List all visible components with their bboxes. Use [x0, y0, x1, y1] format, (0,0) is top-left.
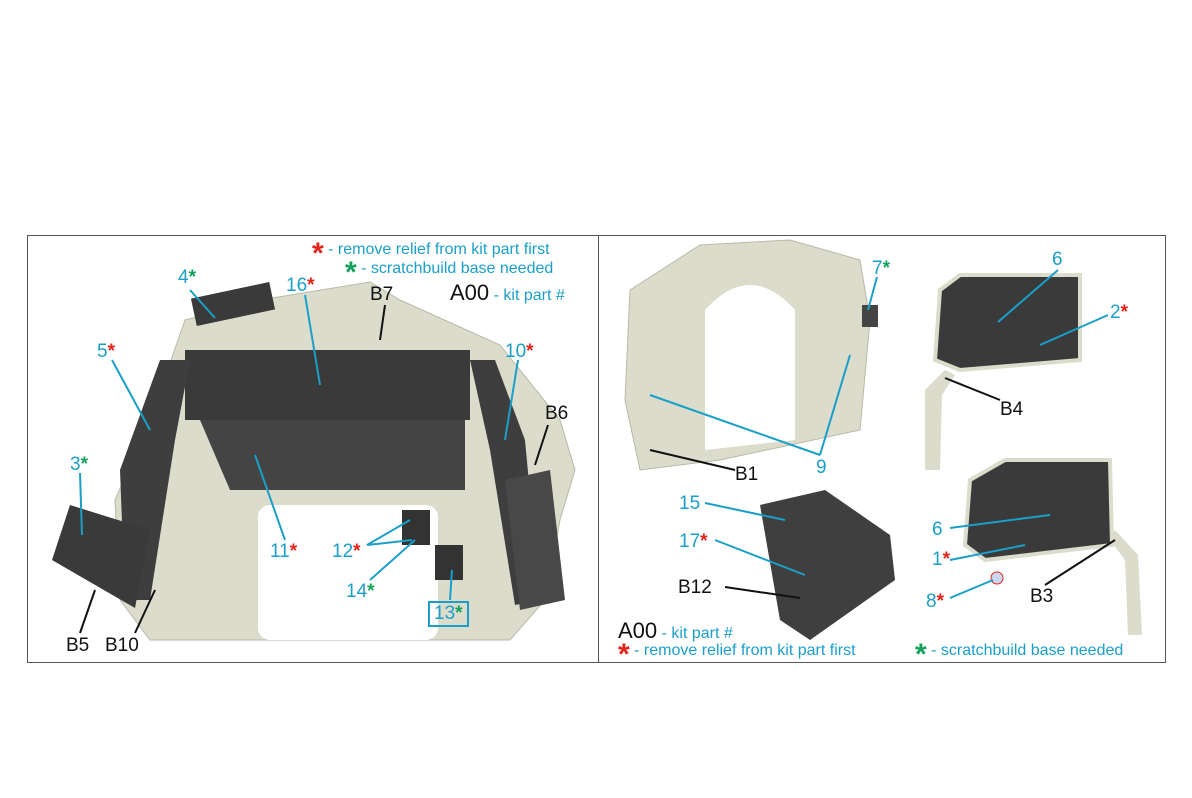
legend-red-right: * - remove relief from kit part first: [618, 638, 856, 672]
callout-6-bottom: 6: [932, 519, 943, 540]
legend-red: * - remove relief from kit part first: [312, 237, 550, 271]
legend-green-right: * - scratchbuild base needed: [915, 638, 1123, 672]
right-panel-frame: [598, 235, 1166, 663]
green-asterisk-icon: *: [915, 638, 927, 671]
legend-red-text: - remove relief from kit part first: [328, 241, 550, 258]
callout-13: 13*: [428, 601, 469, 627]
b3-leg: [1110, 530, 1142, 635]
panel-12: [402, 510, 430, 545]
red-asterisk-icon: *: [312, 237, 324, 270]
callout-17: 17*: [679, 531, 708, 552]
part-b3: B3: [1030, 586, 1054, 607]
panel-b3: [962, 458, 1115, 563]
legend-code: A00 - kit part #: [450, 280, 565, 306]
b4-leg: [925, 370, 955, 470]
code-text: - kit part #: [661, 625, 733, 642]
panel-7: [862, 305, 878, 327]
part-b7: B7: [370, 284, 394, 305]
callout-6-top: 6: [1052, 249, 1063, 270]
part-b6: B6: [545, 403, 569, 424]
upper-panel-b7: [185, 350, 470, 420]
callout-7: 7*: [872, 258, 890, 279]
legend-red-text: - remove relief from kit part first: [634, 642, 856, 659]
legend-green-text: - scratchbuild base needed: [361, 260, 554, 277]
code-sample: A00: [618, 618, 658, 643]
legend-code-right: A00 - kit part #: [618, 618, 733, 644]
part-b4: B4: [1000, 399, 1024, 420]
callout-1: 1*: [932, 549, 950, 570]
lower-panel-11: [200, 420, 465, 490]
panel-b4: [932, 273, 1082, 373]
panel-3: [52, 505, 150, 608]
cutout: [258, 505, 438, 640]
right-panel-b6: [505, 470, 565, 610]
callout-10: 10*: [505, 341, 534, 362]
panel-b12: [760, 490, 895, 640]
callout-9: 9: [816, 457, 827, 478]
callout-16: 16*: [286, 275, 315, 296]
part-b10: B10: [105, 635, 139, 656]
callout-12: 12*: [332, 541, 361, 562]
callout-14: 14*: [346, 581, 375, 602]
callout-11: 11*: [270, 541, 298, 562]
legend-green: * - scratchbuild base needed: [345, 256, 553, 290]
code-sample: A00: [450, 280, 490, 305]
red-asterisk-icon: *: [618, 638, 630, 671]
callout-3: 3*: [70, 454, 88, 475]
b1-door: [705, 285, 795, 450]
callout-5: 5*: [97, 341, 115, 362]
part-b1: B1: [735, 464, 759, 485]
part-8: [990, 571, 1004, 585]
callout-2: 2*: [1110, 302, 1128, 323]
code-text: - kit part #: [493, 287, 565, 304]
part-b12: B12: [678, 577, 712, 598]
panel-13: [435, 545, 463, 580]
callout-15: 15: [679, 493, 701, 514]
green-asterisk-icon: *: [345, 256, 357, 289]
callout-4: 4*: [178, 267, 196, 288]
leader-lines: [79, 269, 1109, 601]
part-leader-lines: [79, 304, 1116, 634]
legend-green-text: - scratchbuild base needed: [931, 642, 1124, 659]
part-b5: B5: [66, 635, 90, 656]
callout-8: 8*: [926, 591, 944, 612]
